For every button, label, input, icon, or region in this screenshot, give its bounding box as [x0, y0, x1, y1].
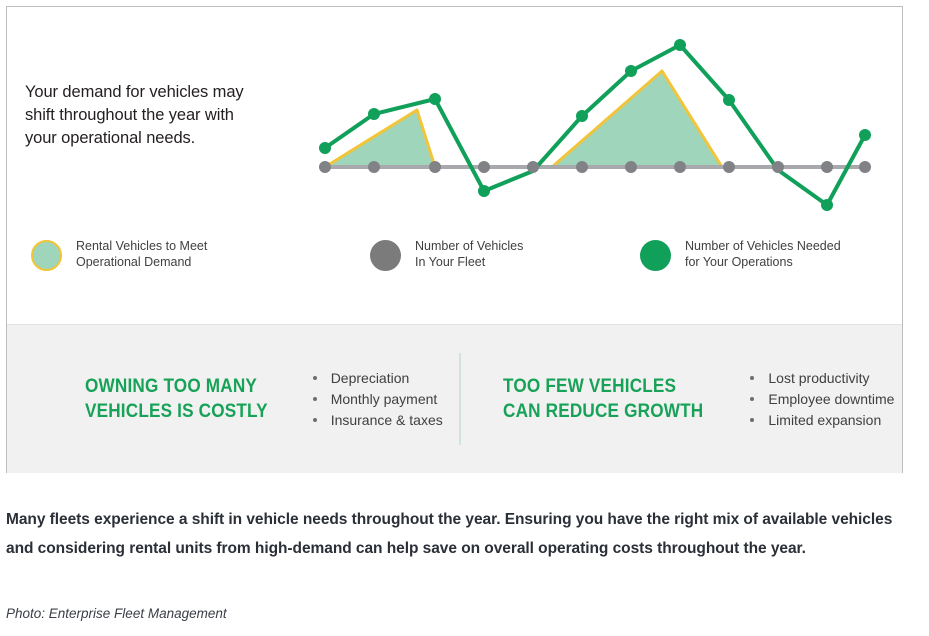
fleet-demand-chart: [307, 15, 887, 220]
key-points-panel: OWNING TOO MANY VEHICLES IS COSTLY Depre…: [7, 324, 902, 473]
point-list-too-few: Lost productivity Employee downtime Limi…: [748, 368, 894, 431]
bullet-icon: [312, 375, 317, 380]
infographic-card: Your demand for vehicles may shift throu…: [6, 6, 903, 473]
list-item-label: Insurance & taxes: [330, 411, 443, 428]
legend-fleet-line2: In Your Fleet: [415, 255, 486, 269]
legend-rental-line1: Rental Vehicles to Meet: [76, 239, 208, 253]
point-heading-owning-line2: VEHICLES IS COSTLY: [85, 400, 268, 422]
bullet-icon: [750, 417, 755, 422]
point-list-owning: Depreciation Monthly payment Insurance &…: [311, 368, 443, 431]
demand-markers: [319, 39, 871, 211]
bullet-icon: [312, 396, 317, 401]
headline-text: Your demand for vehicles may shift throu…: [25, 83, 244, 147]
chart-svg: [319, 39, 871, 211]
legend-label-rental: Rental Vehicles to Meet Operational Dema…: [76, 238, 207, 270]
legend-label-fleet: Number of Vehicles In Your Fleet: [415, 238, 523, 270]
list-item: Insurance & taxes: [311, 410, 443, 431]
list-item: Limited expansion: [748, 410, 894, 431]
list-item-label: Limited expansion: [768, 411, 882, 428]
list-item: Depreciation: [311, 368, 443, 389]
photo-credit: Photo: Enterprise Fleet Management: [6, 606, 227, 621]
rental-swatch-icon: [31, 240, 62, 271]
list-item-label: Employee downtime: [768, 390, 895, 407]
chart-legend: Rental Vehicles to Meet Operational Dema…: [7, 232, 902, 302]
legend-label-needed: Number of Vehicles Needed for Your Opera…: [685, 238, 841, 270]
legend-rental-line2: Operational Demand: [76, 255, 192, 269]
chart-panel: Your demand for vehicles may shift throu…: [7, 7, 902, 324]
point-heading-too-few-line2: CAN REDUCE GROWTH: [502, 400, 704, 422]
point-heading-owning-line1: OWNING TOO MANY: [85, 375, 258, 397]
point-heading-too-few: TOO FEW VEHICLES CAN REDUCE GROWTH: [503, 374, 703, 424]
legend-needed-line2: for Your Operations: [685, 255, 793, 269]
list-item-label: Depreciation: [330, 369, 410, 386]
list-item: Employee downtime: [748, 389, 894, 410]
list-item: Monthly payment: [311, 389, 443, 410]
legend-needed-line1: Number of Vehicles Needed: [685, 239, 841, 253]
bullet-icon: [312, 417, 317, 422]
point-heading-owning: OWNING TOO MANY VEHICLES IS COSTLY: [85, 374, 268, 424]
legend-item-rental: Rental Vehicles to Meet Operational Dema…: [31, 238, 207, 271]
fleet-markers: [319, 161, 871, 173]
bullet-icon: [750, 375, 755, 380]
legend-item-fleet: Number of Vehicles In Your Fleet: [370, 238, 523, 271]
legend-item-needed: Number of Vehicles Needed for Your Opera…: [640, 238, 841, 271]
demand-line: [323, 43, 867, 207]
list-item: Lost productivity: [748, 368, 894, 389]
legend-fleet-line1: Number of Vehicles: [415, 239, 524, 253]
point-column-owning: OWNING TOO MANY VEHICLES IS COSTLY Depre…: [85, 368, 443, 431]
panel-divider: [459, 353, 461, 445]
list-item-label: Lost productivity: [768, 369, 870, 386]
article-caption: Many fleets experience a shift in vehicl…: [6, 511, 893, 557]
point-column-too-few: TOO FEW VEHICLES CAN REDUCE GROWTH Lost …: [503, 368, 895, 431]
point-heading-too-few-line1: TOO FEW VEHICLES: [502, 375, 676, 397]
needed-swatch-icon: [640, 240, 671, 271]
fleet-swatch-icon: [370, 240, 401, 271]
bullet-icon: [750, 396, 755, 401]
list-item-label: Monthly payment: [330, 390, 438, 407]
